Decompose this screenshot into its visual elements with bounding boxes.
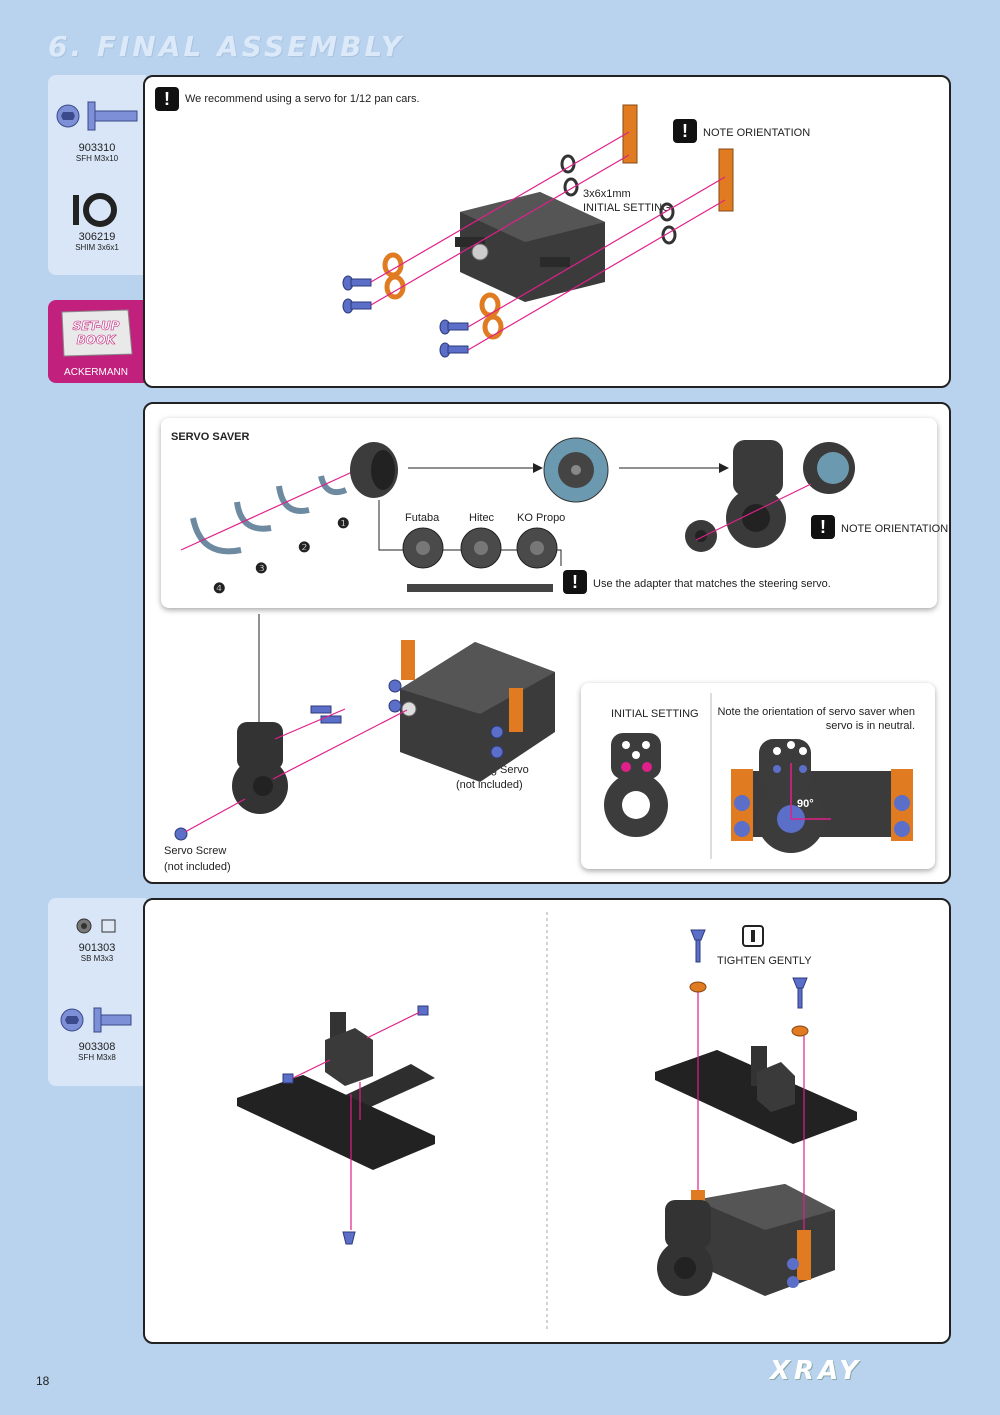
initial-setting-box: INITIAL SETTING Note the orientation of …: [581, 683, 935, 869]
steering-servo-note: (not included): [456, 779, 523, 791]
warning-icon: !: [811, 515, 835, 539]
servo-screw-label: Servo Screw: [164, 845, 227, 857]
tighten-icon: [742, 925, 764, 947]
adapter-note: Use the adapter that matches the steerin…: [593, 578, 831, 590]
step3-panel: TIGHTEN GENTLY: [143, 898, 951, 1344]
part-code: 903310: [78, 142, 116, 154]
marker-2: ❷: [298, 539, 311, 555]
step2-panel: SERVO SAVER ❶ ❷ ❸ ❹ Futaba Hitec KO Prop…: [143, 402, 951, 884]
set-screw-icon: [76, 918, 116, 934]
part-code: 903308: [78, 1041, 116, 1053]
note-orientation: NOTE ORIENTATION: [841, 523, 949, 535]
orientation-note-1: Note the orientation of servo saver when: [717, 706, 915, 718]
setup-book-caption: ACKERMANN: [64, 367, 128, 378]
svg-text:SET-UP: SET-UP: [73, 319, 120, 333]
saver-install-diagram: [174, 614, 555, 841]
servo-saver-diagram: [180, 437, 855, 592]
book-icon: SET-UP BOOK: [61, 309, 133, 357]
page-number: 18: [36, 1374, 50, 1388]
part-code: 901303: [78, 942, 116, 954]
marker-1: ❶: [337, 515, 350, 531]
part-desc: SFH M3x8: [78, 1053, 116, 1062]
warning-icon: !: [673, 119, 697, 143]
neutral-diagram: [604, 693, 913, 859]
adapter-futaba: Futaba: [405, 512, 440, 524]
marker-3: ❸: [255, 560, 268, 576]
page-title: 6. FINAL ASSEMBLY: [48, 30, 405, 63]
initial-setting-title: INITIAL SETTING: [611, 708, 699, 720]
adapter-hitec: Hitec: [469, 512, 495, 524]
servo-saver-title: SERVO SAVER: [171, 431, 250, 443]
tighten-label: TIGHTEN GENTLY: [717, 955, 812, 967]
orientation-note-2: servo is in neutral.: [825, 720, 915, 732]
angle-label: 90°: [797, 798, 814, 810]
brand-logo: XRAY: [770, 1356, 863, 1386]
shim-setting: INITIAL SETTING: [583, 202, 671, 214]
parts-sidebar-step3: 901303 SB M3x3 903308 SFH M3x8: [48, 898, 146, 1086]
shim-icon: [73, 193, 117, 227]
screw-icon: [56, 101, 138, 131]
parts-sidebar-step1: 903310 SFH M3x10 306219 SHIM 3x6x1: [48, 75, 146, 275]
svg-text:BOOK: BOOK: [77, 333, 118, 347]
servo-screw-note: (not included): [164, 861, 231, 873]
adapter-ko-propo: KO Propo: [517, 512, 566, 524]
servo-saver-box: SERVO SAVER ❶ ❷ ❸ ❹ Futaba Hitec KO Prop…: [161, 418, 948, 608]
shim-label: 3x6x1mm: [583, 188, 631, 200]
marker-4: ❹: [213, 580, 226, 596]
setup-book-badge[interactable]: SET-UP BOOK ACKERMANN: [48, 300, 144, 383]
warning-icon: !: [563, 570, 587, 594]
mount-assembly-diagram: [237, 912, 857, 1330]
screw-icon: [60, 1007, 132, 1033]
part-desc: SHIM 3x6x1: [75, 243, 119, 252]
servo-mount-diagram: [342, 104, 734, 358]
step1-panel: ! We recommend using a servo for 1/12 pa…: [143, 75, 951, 388]
note-orientation: NOTE ORIENTATION: [703, 127, 811, 139]
part-desc: SFH M3x10: [75, 154, 119, 163]
note-recommend: We recommend using a servo for 1/12 pan …: [185, 93, 420, 105]
part-desc: SB M3x3: [80, 954, 114, 963]
warning-icon: !: [155, 87, 179, 111]
part-code: 306219: [78, 231, 116, 243]
